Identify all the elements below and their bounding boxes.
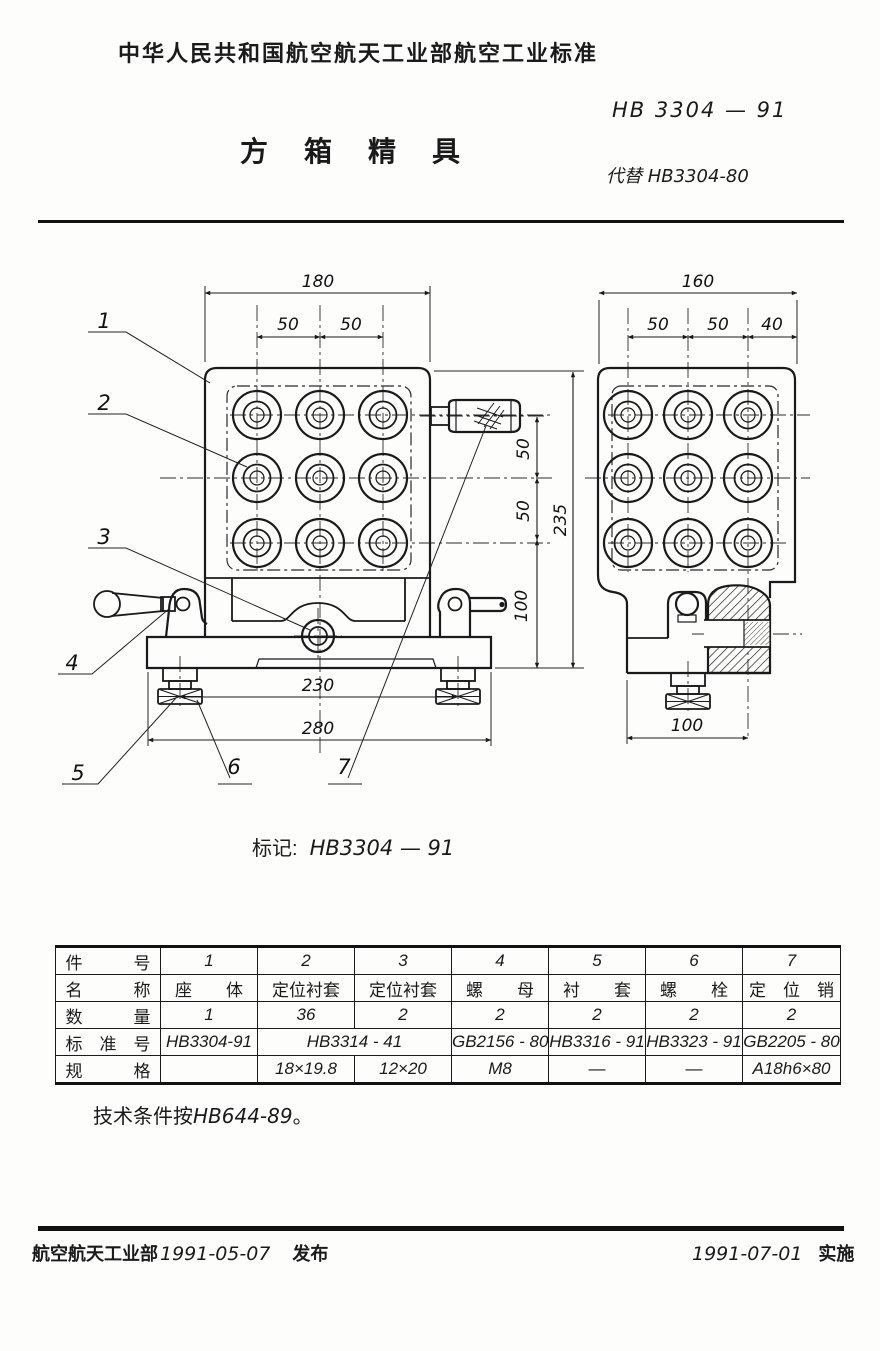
svg-text:100: 100	[512, 590, 532, 622]
leader-5: 5	[71, 761, 84, 785]
front-view: 180 50 50 50 50 100 235 230 280	[93, 272, 584, 757]
issue-word: 发布	[292, 1244, 329, 1264]
impl-date: 1991-07-01	[692, 1243, 803, 1265]
parts-table: 件 号 1 2 3 4 5 6 7 名 称 座 体 定位衬套 定位衬套 螺 母 …	[55, 945, 841, 1085]
svg-text:50: 50	[707, 315, 729, 335]
center-bolt	[300, 618, 336, 654]
clamp-right	[437, 587, 508, 637]
table-row-qty: 数 量 1 36 2 2 2 2 2	[55, 1001, 841, 1029]
leader-7: 7	[337, 755, 351, 779]
row-label: 名 称	[55, 974, 161, 1002]
row-label: 数 量	[55, 1001, 161, 1029]
svg-text:50: 50	[514, 500, 534, 522]
svg-text:50: 50	[647, 315, 669, 335]
svg-text:50: 50	[340, 315, 362, 335]
side-clamp	[666, 590, 708, 638]
replaces-note: 代替 HB3304-80	[606, 166, 749, 187]
svg-text:100: 100	[671, 716, 703, 736]
leader-labels: 1 2 3 4 5 6 7	[58, 309, 487, 785]
row-label: 件 号	[55, 946, 161, 975]
issue-date: 1991-05-07	[160, 1243, 271, 1265]
svg-text:235: 235	[551, 504, 571, 536]
svg-text:280: 280	[302, 719, 334, 739]
side-view: 160 50 50 40 100	[585, 272, 810, 744]
locating-pin	[430, 398, 522, 434]
table-row-spec: 规 格 18×19.8 12×20 M8 — — A18h6×80	[55, 1055, 841, 1084]
org-standard-line: 中华人民共和国航空航天工业部航空工业标准	[118, 41, 599, 66]
svg-text:160: 160	[682, 272, 714, 292]
clamp-handle-left	[93, 587, 208, 638]
footer-implementation: 1991-07-01 实施	[692, 1240, 854, 1266]
leader-2: 2	[97, 391, 110, 415]
svg-text:180: 180	[302, 272, 334, 292]
phantom-work-area	[226, 385, 412, 571]
front-dimensions: 180 50 50 50 50 100 235 230 280	[147, 272, 576, 743]
leader-6: 6	[227, 755, 240, 779]
impl-word: 实施	[818, 1244, 855, 1264]
table-row-standard-no: 标 准 号 HB3304-91 HB3314 - 41 GB2156 - 80 …	[55, 1028, 841, 1056]
leader-4: 4	[65, 651, 78, 675]
marking-label: 标记:	[252, 838, 298, 860]
table-row-name: 名 称 座 体 定位衬套 定位衬套 螺 母 衬 套 螺 栓 定 位 销	[55, 974, 841, 1002]
marking-value: HB3304 — 91	[309, 836, 455, 860]
technical-conditions-note: 技术条件按HB644-89。	[93, 1104, 313, 1128]
leader-1: 1	[97, 309, 110, 333]
row-label: 标 准 号	[55, 1028, 161, 1056]
leader-3: 3	[97, 525, 110, 549]
svg-text:230: 230	[302, 676, 334, 696]
technical-drawing: 180 50 50 50 50 100 235 230 280	[58, 272, 810, 785]
marking-line: 标记: HB3304 — 91	[252, 832, 454, 861]
section-cut	[704, 584, 772, 675]
footer-divider	[38, 1226, 844, 1231]
footer-org: 航空航天工业部	[32, 1244, 158, 1264]
svg-text:50: 50	[277, 315, 299, 335]
svg-text:50: 50	[514, 438, 534, 460]
page-title: 方 箱 精 具	[240, 136, 465, 167]
knurl-mark	[473, 402, 505, 430]
row-label: 规 格	[55, 1055, 161, 1084]
header-divider	[38, 220, 844, 223]
table-row-item-no: 件 号 1 2 3 4 5 6 7	[55, 946, 841, 975]
side-dimensions: 160 50 50 40 100	[598, 272, 798, 741]
standard-number: HB 3304 — 91	[612, 98, 788, 122]
svg-text:40: 40	[761, 315, 783, 335]
